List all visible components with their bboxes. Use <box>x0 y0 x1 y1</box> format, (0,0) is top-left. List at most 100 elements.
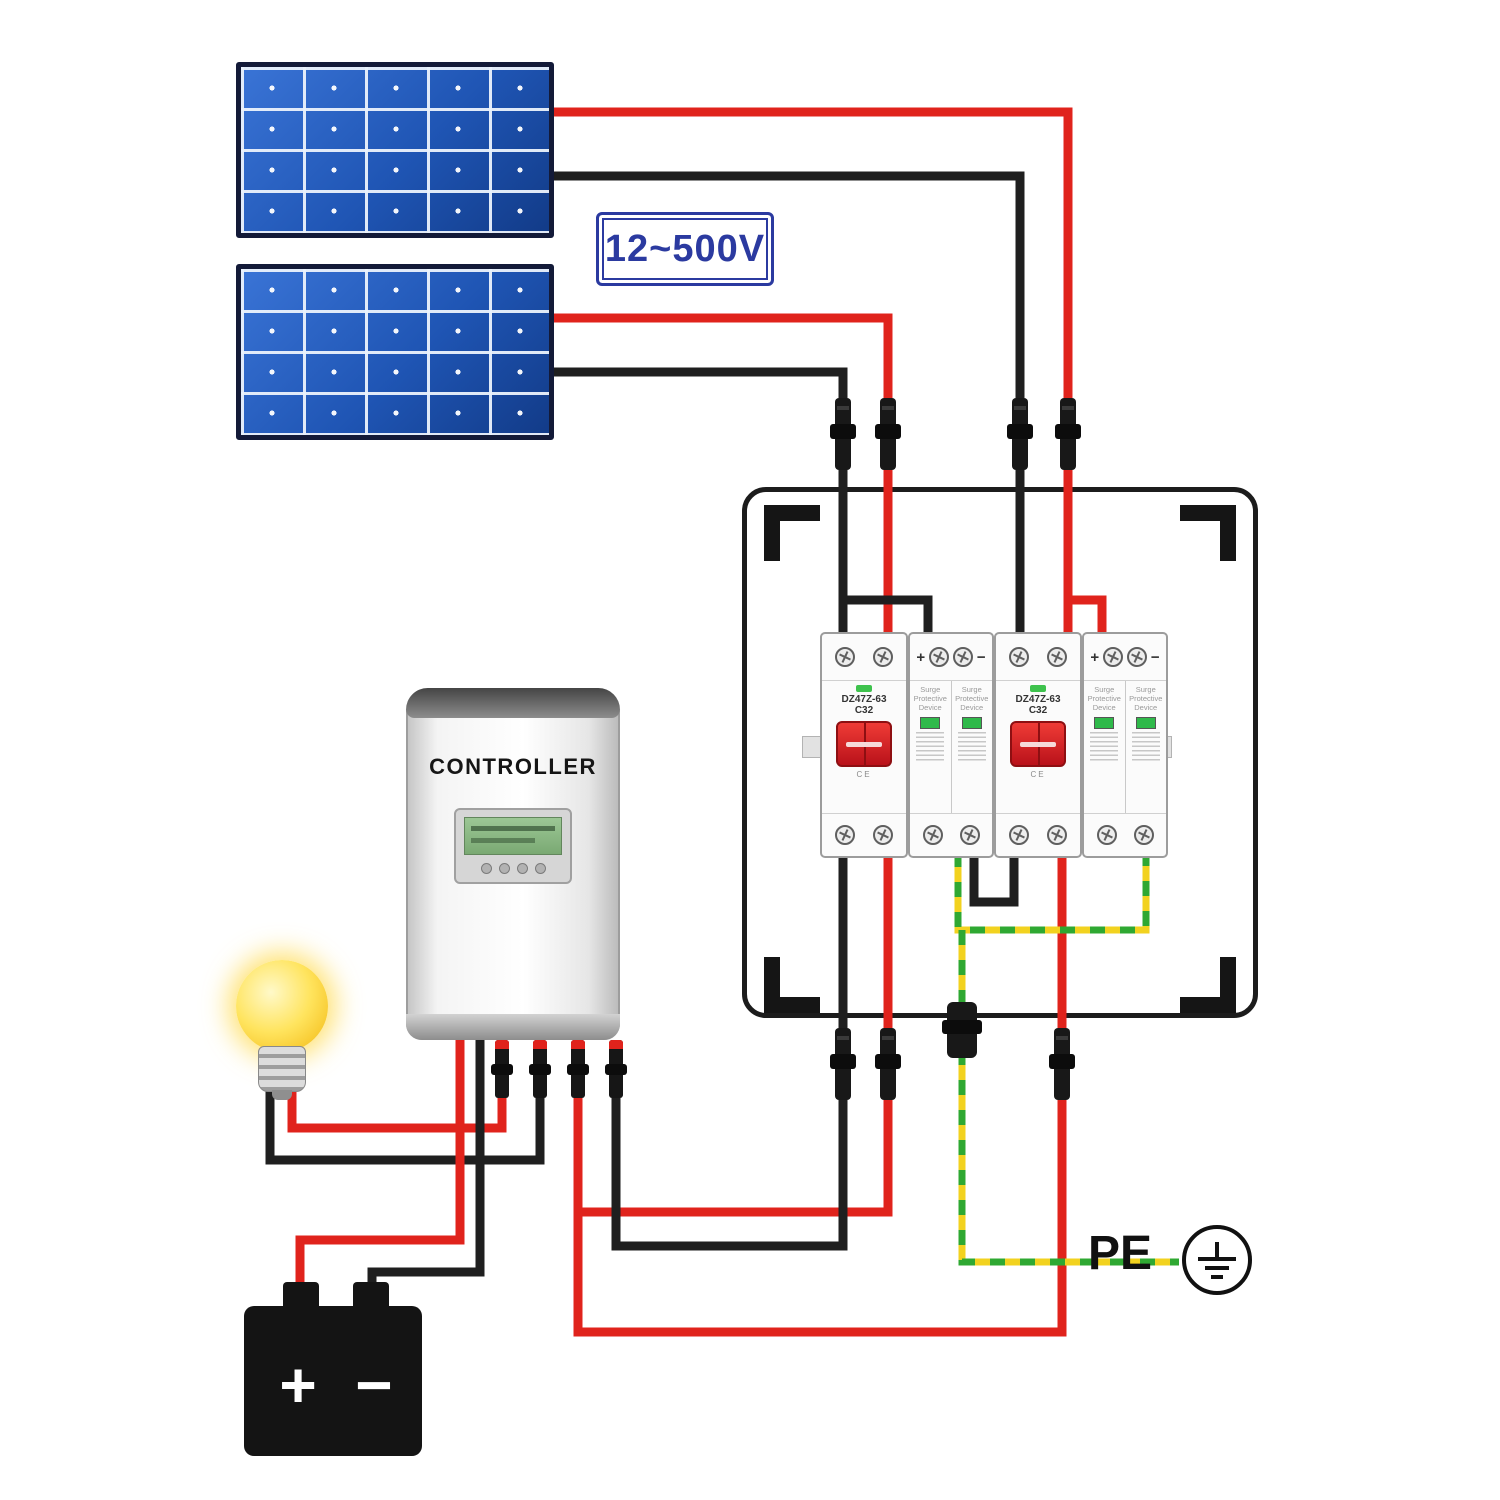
spec-text-placeholder <box>957 732 986 762</box>
ce-mark: CE <box>856 770 872 779</box>
breaker-bottom-terminals <box>996 813 1080 856</box>
breaker-rating-label: C32 <box>854 705 874 716</box>
cable-gland <box>942 1002 982 1058</box>
battery-positive-symbol: + <box>279 1349 317 1421</box>
mc4-connector <box>830 398 856 470</box>
battery-negative-post <box>353 1282 389 1310</box>
wire-box-to-controller-negative <box>611 852 848 1251</box>
controller-button <box>480 863 492 874</box>
spd-bottom-terminals <box>910 813 992 856</box>
screw-terminal <box>1103 647 1124 667</box>
ce-mark: CE <box>1030 770 1046 779</box>
mc4-connector <box>875 1028 901 1100</box>
corner-bracket <box>1180 997 1236 1013</box>
mc4-connector <box>875 398 901 470</box>
mc4-connector <box>1007 398 1033 470</box>
spd-title-line: Protective <box>955 694 989 703</box>
controller-port-connector <box>529 1040 551 1098</box>
breaker-body: DZ47Z-63 C32 CE <box>822 681 906 813</box>
surge-protector-2: + − Surge Protective Device Surge Protec… <box>1082 632 1168 858</box>
spd-module: Surge Protective Device <box>910 681 952 813</box>
screw-terminal <box>1047 825 1067 845</box>
circuit-breaker-2: DZ47Z-63 C32 CE <box>994 632 1082 858</box>
spd-module: Surge Protective Device <box>952 681 993 813</box>
spd-status-window <box>961 717 982 729</box>
spec-text-placeholder <box>1131 732 1160 762</box>
mc4-connector <box>1055 398 1081 470</box>
surge-protector-1: + − Surge Protective Device Surge Protec… <box>908 632 994 858</box>
wire-pv2-positive <box>548 313 893 640</box>
breaker-model-label: DZ47Z-63 <box>1015 694 1061 705</box>
battery-positive-post <box>283 1282 319 1310</box>
breaker-body: DZ47Z-63 C32 CE <box>996 681 1080 813</box>
status-led <box>1030 685 1046 692</box>
status-led <box>856 685 872 692</box>
spd-title-line: Surge <box>961 685 982 694</box>
wire-earth-link <box>954 852 1150 934</box>
lcd-frame <box>454 808 572 884</box>
controller-top-cap <box>406 688 620 718</box>
spd-title-line: Protective <box>1087 694 1121 703</box>
breaker-rating-label: C32 <box>1028 705 1048 716</box>
wire-jumper-black <box>838 595 933 642</box>
wire-pv1-negative <box>548 171 1025 640</box>
controller-port-connector <box>567 1040 589 1098</box>
screw-terminal <box>1096 825 1117 845</box>
spd-module: Surge Protective Device <box>1084 681 1126 813</box>
spd-title-line: Surge <box>1094 685 1115 694</box>
spd-title-line: Surge <box>1135 685 1156 694</box>
screw-terminal <box>929 647 950 667</box>
voltage-range-text: 12~500V <box>604 227 766 270</box>
wire-pv2-negative <box>548 367 848 640</box>
breaker-top-terminals <box>822 634 906 681</box>
controller-port-connector <box>491 1040 513 1098</box>
spd-module: Surge Protective Device <box>1126 681 1167 813</box>
plus-label: + <box>1090 648 1100 666</box>
screw-terminal <box>922 825 943 845</box>
corner-bracket <box>764 505 820 521</box>
corner-bracket <box>764 997 820 1013</box>
spd-top-terminals: + − <box>910 634 992 681</box>
wire-jumper-red <box>1063 595 1107 642</box>
controller-buttons <box>456 863 570 874</box>
screw-terminal <box>1009 647 1029 667</box>
controller-button <box>516 863 528 874</box>
wire-earth-to-pe-stripe <box>958 930 1179 1266</box>
wire-battery-positive <box>295 1036 465 1300</box>
screw-terminal <box>1126 647 1147 667</box>
spd-status-window <box>1094 717 1115 729</box>
spd-title-line: Surge <box>920 685 941 694</box>
screw-terminal <box>959 825 980 845</box>
spd-status-window <box>1135 717 1156 729</box>
spd-body: Surge Protective Device Surge Protective… <box>910 681 992 813</box>
bulb-base <box>258 1046 306 1092</box>
battery-negative-symbol: − <box>355 1349 393 1421</box>
wire-earth-link-stripe <box>954 852 1150 934</box>
breaker-top-terminals <box>996 634 1080 681</box>
spd-title-line: Device <box>1092 703 1116 712</box>
controller-title: CONTROLLER <box>429 754 597 779</box>
screw-terminal <box>835 825 855 845</box>
screw-terminal <box>873 825 893 845</box>
wire-load-negative <box>265 1088 545 1165</box>
wire-earth-to-pe <box>958 930 1179 1266</box>
spd-title: Surge Protective Device <box>914 685 947 712</box>
breaker-toggle <box>1010 721 1066 767</box>
corner-bracket <box>1180 505 1236 521</box>
spd-status-window <box>920 717 941 729</box>
breaker-toggle <box>836 721 892 767</box>
battery <box>244 1306 422 1456</box>
spec-text-placeholder <box>916 732 945 762</box>
spd-title-line: Protective <box>1129 694 1163 703</box>
pe-label: PE <box>1088 1227 1153 1280</box>
mc4-connector <box>1049 1028 1075 1100</box>
controller-button <box>498 863 510 874</box>
wire-jumper-black-2 <box>969 852 1019 907</box>
screw-terminal <box>1047 647 1067 667</box>
screw-terminal <box>835 647 855 667</box>
solar-panel-2 <box>236 264 554 440</box>
controller-button <box>534 863 546 874</box>
screw-terminal <box>873 647 893 667</box>
screw-terminal <box>952 647 973 667</box>
